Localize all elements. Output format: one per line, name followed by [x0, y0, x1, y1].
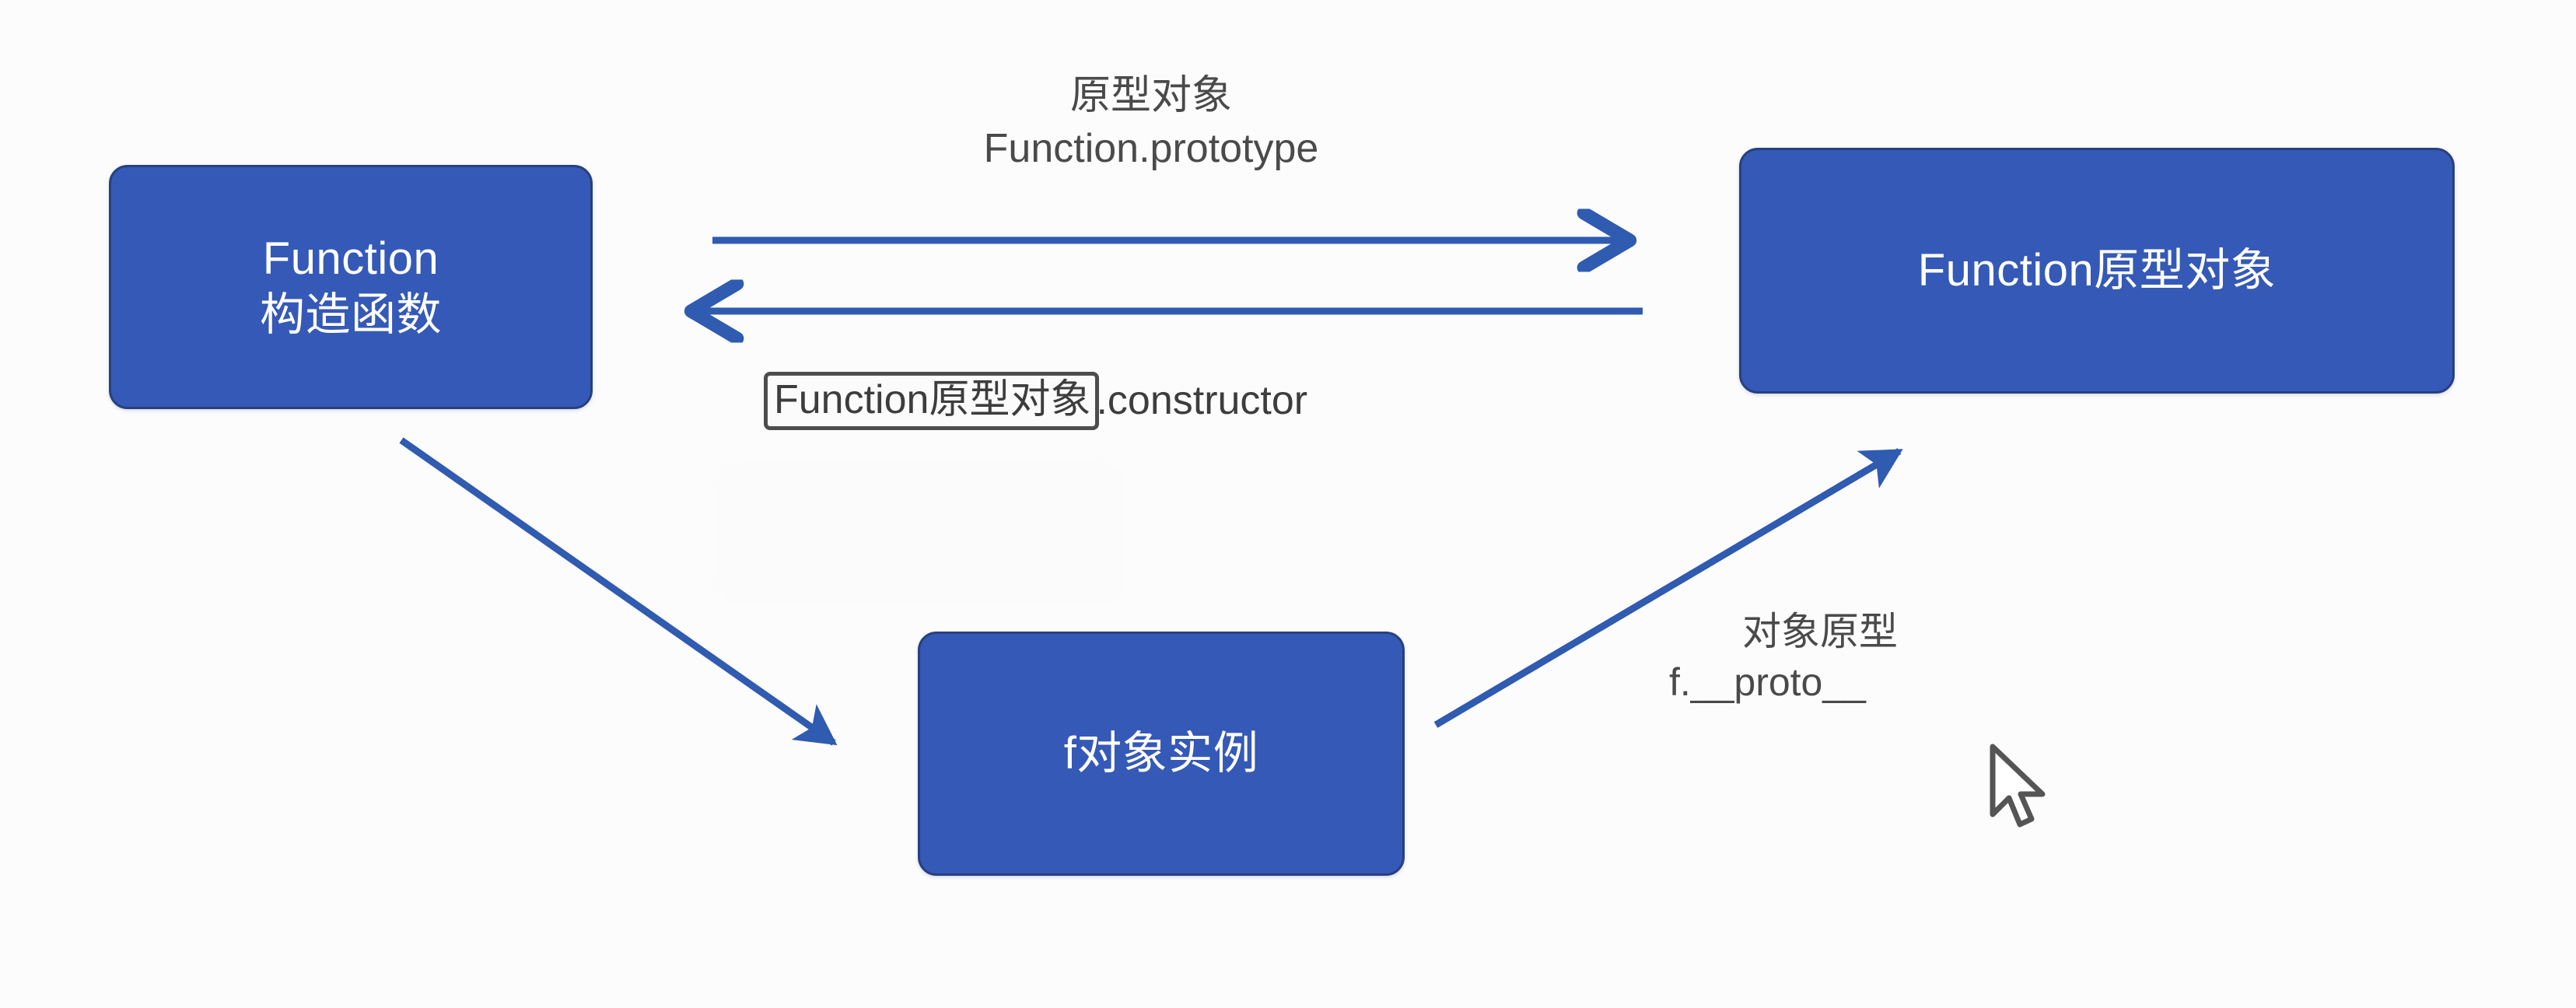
node-function-line2: 构造函数: [259, 289, 442, 340]
label-object-proto-line1: 对象原型: [1742, 610, 1898, 653]
label-prototype-line2: Function.prototype: [983, 125, 1319, 171]
label-object-proto: 对象原型 f.__proto__: [1664, 607, 1976, 708]
node-f-instance-line1: f对象实例: [1063, 727, 1259, 779]
node-f-instance[interactable]: f对象实例: [918, 632, 1405, 876]
mouse-cursor-icon: [1990, 744, 2046, 828]
label-constructor-tail: .constructor: [1096, 378, 1308, 424]
ghost-placeholder-box: [722, 467, 1122, 600]
node-function-prototype-object[interactable]: Function原型对象: [1739, 148, 2455, 394]
label-constructor-boxed-part: Function原型对象: [764, 372, 1100, 430]
node-function-line1: Function: [262, 233, 439, 284]
node-function-constructor[interactable]: Function 构造函数: [109, 165, 593, 409]
node-function-prototype-line1: Function原型对象: [1917, 244, 2277, 296]
label-constructor: Function原型对象 .constructor: [764, 372, 1307, 430]
label-object-proto-line2: f.__proto__: [1669, 660, 1866, 704]
label-prototype: 原型对象 Function.prototype: [902, 70, 1400, 175]
label-prototype-line1: 原型对象: [1069, 73, 1232, 118]
